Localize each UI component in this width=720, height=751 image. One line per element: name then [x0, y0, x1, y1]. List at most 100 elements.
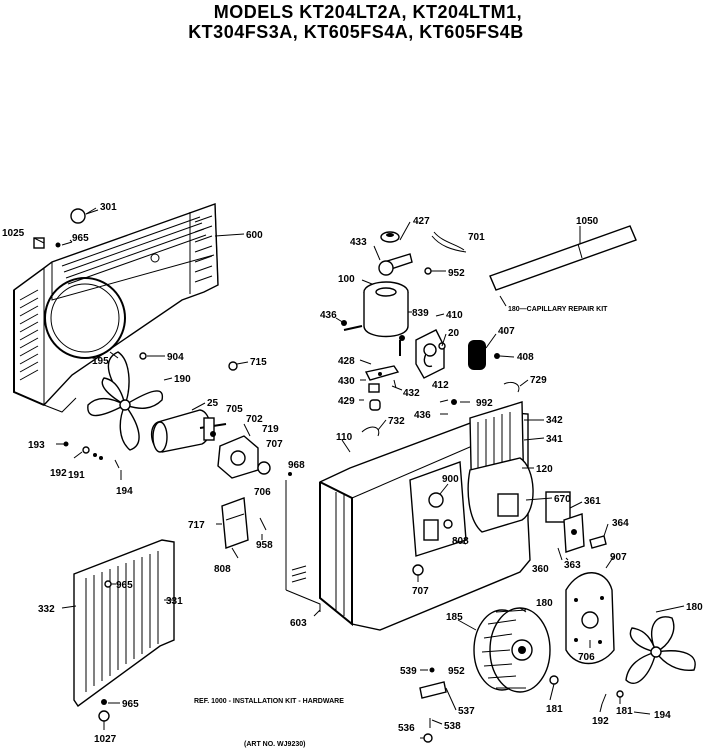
- label-904: 904: [167, 352, 184, 363]
- compressor-100: [343, 281, 409, 356]
- label-715: 715: [250, 357, 267, 368]
- evaporator-fan-180: [625, 616, 696, 684]
- label-1050: 1050: [576, 216, 599, 227]
- label-603: 603: [290, 618, 307, 629]
- label-193: 193: [28, 440, 45, 451]
- label-181-right: 181: [616, 706, 633, 717]
- label-192-left: 192: [50, 468, 67, 479]
- label-185: 185: [446, 612, 463, 623]
- label-190: 190: [174, 374, 191, 385]
- label-1027: 1027: [94, 734, 117, 745]
- label-180-center: 180: [536, 598, 553, 609]
- capacitor-and-bracket: [378, 231, 467, 276]
- label-408: 408: [517, 352, 534, 363]
- label-729: 729: [530, 375, 547, 386]
- fan-motor-25: [151, 409, 227, 453]
- label-433: 433: [350, 237, 367, 248]
- label-808-center: 808: [452, 536, 469, 547]
- label-701: 701: [468, 232, 485, 243]
- label-301: 301: [100, 202, 117, 213]
- label-539: 539: [400, 666, 417, 677]
- capillary-kit-note: 180—CAPILLARY REPAIR KIT: [508, 306, 608, 313]
- label-364: 364: [612, 518, 629, 529]
- leader-lines: [33, 207, 685, 739]
- art-number-note: (ART NO. WJ9230): [244, 741, 305, 748]
- label-436-top: 436: [320, 310, 337, 321]
- label-717: 717: [188, 520, 205, 531]
- label-952-bottom: 952: [448, 666, 465, 677]
- label-670: 670: [554, 494, 571, 505]
- condenser-fan-190: [87, 351, 163, 451]
- models-title-line-1: MODELS KT204LT2A, KT204LTM1,: [213, 2, 523, 22]
- label-992: 992: [476, 398, 493, 409]
- label-412: 412: [432, 380, 449, 391]
- label-20: 20: [448, 328, 460, 339]
- label-1025: 1025: [2, 228, 25, 239]
- label-410: 410: [446, 310, 463, 321]
- label-100: 100: [338, 274, 355, 285]
- label-192-right: 192: [592, 716, 609, 727]
- label-407: 407: [498, 326, 515, 337]
- label-120: 120: [536, 464, 553, 475]
- label-719: 719: [262, 424, 279, 435]
- label-705: 705: [226, 404, 243, 415]
- switch-and-knob-parts: [545, 491, 607, 561]
- label-958: 958: [256, 540, 273, 551]
- label-952-top: 952: [448, 268, 465, 279]
- label-332: 332: [38, 604, 55, 615]
- label-432: 432: [403, 388, 420, 399]
- label-430: 430: [338, 376, 355, 387]
- label-707-center: 707: [412, 586, 429, 597]
- blower-wheel-185: [473, 607, 551, 693]
- label-907: 907: [610, 552, 627, 563]
- label-194-right: 194: [654, 710, 671, 721]
- label-965-top: 965: [72, 233, 89, 244]
- label-706-right: 706: [578, 652, 595, 663]
- label-110: 110: [336, 432, 353, 443]
- label-331: 331: [166, 596, 183, 607]
- label-361: 361: [584, 496, 601, 507]
- outer-cabinet-600: [13, 203, 219, 413]
- label-25: 25: [207, 398, 219, 409]
- label-429: 429: [338, 396, 355, 407]
- bottom-hardware-cluster: [419, 667, 624, 743]
- front-grille-331: [73, 539, 175, 722]
- base-chassis-110: [285, 401, 534, 631]
- label-428: 428: [338, 356, 355, 367]
- label-360: 360: [532, 564, 549, 575]
- label-808-left: 808: [214, 564, 231, 575]
- label-538: 538: [444, 721, 461, 732]
- motor-bracket-702: [217, 423, 271, 479]
- label-600: 600: [246, 230, 263, 241]
- label-965-grille: 965: [116, 580, 133, 591]
- part-number-labels: 301 1025 965 600 195 904 715 190 25 705 …: [2, 202, 703, 748]
- label-702: 702: [246, 414, 263, 425]
- label-341: 341: [546, 434, 563, 445]
- label-191-left: 191: [68, 470, 85, 481]
- label-342: 342: [546, 415, 563, 426]
- label-427: 427: [413, 216, 430, 227]
- label-965-bottom: 965: [122, 699, 139, 710]
- label-732: 732: [388, 416, 405, 427]
- label-194-left: 194: [116, 486, 133, 497]
- label-195: 195: [92, 356, 109, 367]
- installation-kit-note: REF. 1000 - INSTALLATION KIT - HARDWARE: [194, 698, 344, 705]
- small-parts-cluster-1: [33, 208, 238, 371]
- label-707-left: 707: [266, 439, 283, 450]
- label-180-right: 180: [686, 602, 703, 613]
- fan-orifice-907: [565, 572, 615, 665]
- label-900: 900: [442, 474, 459, 485]
- bracket-717: [221, 497, 267, 549]
- label-537: 537: [458, 706, 475, 717]
- capillary-tube-1050: [489, 225, 637, 291]
- label-436-mid: 436: [414, 410, 431, 421]
- label-968: 968: [288, 460, 305, 471]
- models-title-line-2: KT304FS3A, KT605FS4A, KT605FS4B: [188, 22, 524, 42]
- label-536: 536: [398, 723, 415, 734]
- label-363: 363: [564, 560, 581, 571]
- label-839: 839: [412, 308, 429, 319]
- label-706-left: 706: [254, 487, 271, 498]
- label-181-center: 181: [546, 704, 563, 715]
